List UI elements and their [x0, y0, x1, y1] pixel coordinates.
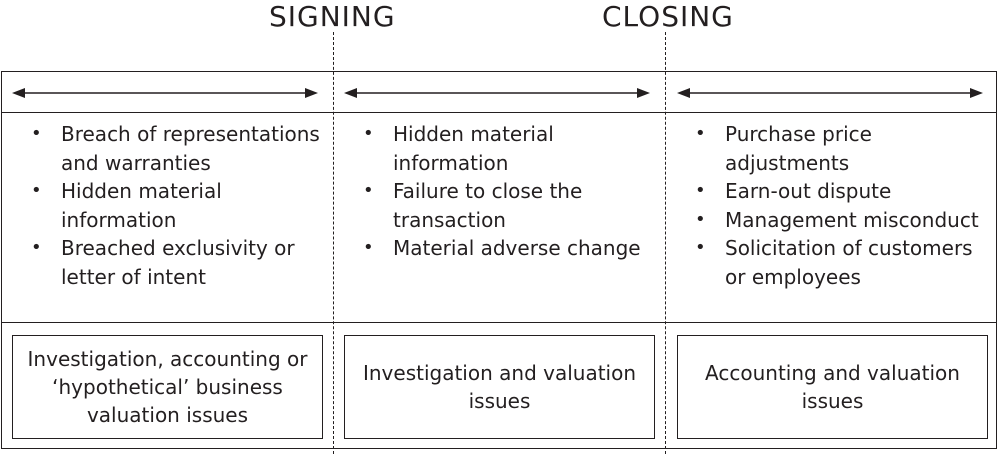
post-closing-dispute-list: Purchase price adjustments Earn-out disp…	[695, 120, 995, 291]
list-item: Solicitation of customers or employees	[695, 234, 995, 291]
list-item: Material adverse change	[363, 234, 661, 263]
signing-label: SIGNING	[269, 0, 396, 33]
diagram-frame	[1, 71, 997, 449]
list-item: Hidden material information	[363, 120, 661, 177]
signing-dashed-line	[333, 32, 334, 454]
timeline-arrow-pre-signing	[12, 88, 318, 98]
list-item: Failure to close the transaction	[363, 177, 661, 234]
timeline-arrow-post-closing	[677, 88, 983, 98]
signing-to-closing-dispute-list: Hidden material information Failure to c…	[363, 120, 661, 263]
signing-to-closing-issues-box: Investigation and valuation issues	[344, 335, 655, 439]
post-closing-issues-box: Accounting and valuation issues	[677, 335, 988, 439]
arrow-row-divider	[1, 112, 997, 113]
list-item: Management misconduct	[695, 206, 995, 235]
closing-dashed-line	[665, 32, 666, 454]
timeline-arrow-signing-to-closing	[344, 88, 650, 98]
list-item: Hidden material information	[31, 177, 321, 234]
pre-signing-dispute-list: Breach of representations and warranties…	[31, 120, 321, 291]
pre-signing-issues-box: Investigation, accounting or ‘hypothetic…	[12, 335, 323, 439]
closing-label: CLOSING	[602, 0, 734, 33]
list-item: Breached exclusivity or letter of intent	[31, 234, 321, 291]
issues-row-divider	[1, 322, 997, 323]
list-item: Earn-out dispute	[695, 177, 995, 206]
list-item: Purchase price adjustments	[695, 120, 995, 177]
list-item: Breach of representations and warranties	[31, 120, 321, 177]
